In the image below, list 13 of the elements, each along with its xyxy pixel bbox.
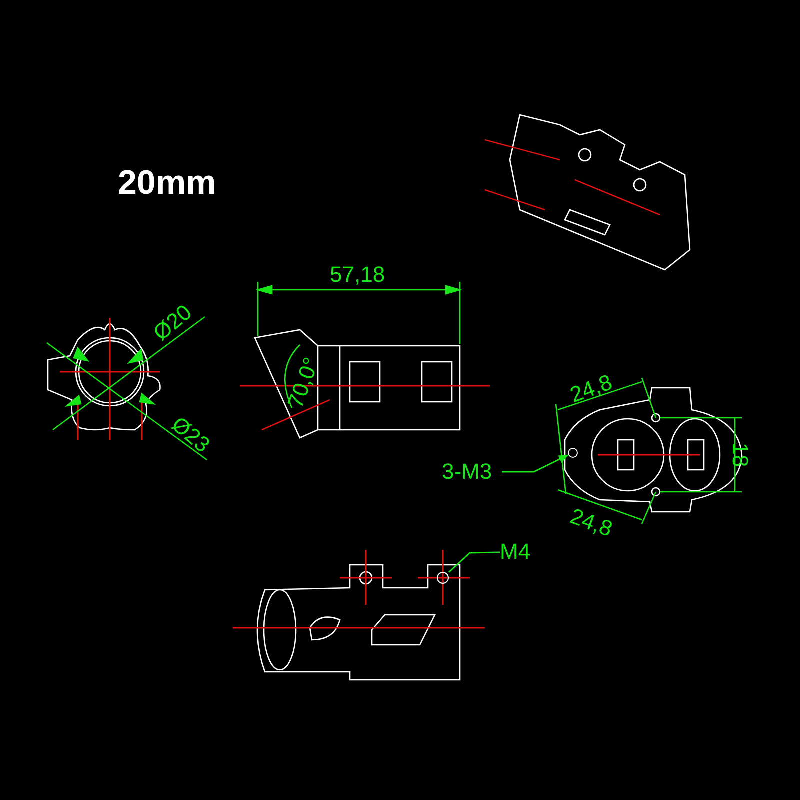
leader-line bbox=[502, 454, 569, 473]
dimension-label: 70,0° bbox=[284, 354, 323, 412]
leader-line bbox=[448, 552, 500, 573]
dimension-label: 24,8 bbox=[568, 505, 616, 541]
title: 20mm bbox=[118, 166, 216, 200]
thread-label: 3-M3 bbox=[442, 461, 492, 483]
mounting-hole bbox=[437, 572, 449, 584]
dimension-label: 57,18 bbox=[330, 264, 386, 286]
dimension-label: 24,8 bbox=[568, 371, 616, 407]
dimension-label: Ø20 bbox=[150, 301, 196, 345]
mounting-hole bbox=[568, 448, 578, 458]
thread-label: M4 bbox=[500, 541, 531, 563]
dimension-label: Ø23 bbox=[168, 413, 214, 457]
